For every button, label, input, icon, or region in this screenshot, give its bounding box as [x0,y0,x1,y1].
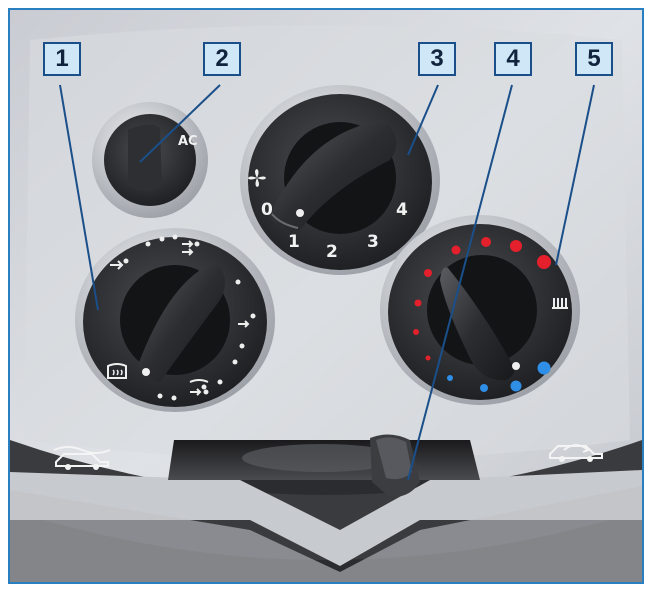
callout-5: 5 [575,42,613,76]
fan-icon [248,169,266,187]
windscreen-defrost-icon [107,363,127,379]
face-vent-icon [110,258,129,270]
ac-label: AC [178,134,198,149]
foot-vent-icon [238,313,256,328]
temperature-scale [413,237,551,392]
recirculation-car-icon [549,444,603,462]
fan-position-0: 0 [261,200,273,220]
rear-heater-icon [552,298,568,309]
photo-frame: 1 2 3 4 5 AC 0 1 2 3 4 [8,8,644,584]
ac-button[interactable] [92,102,208,218]
face-foot-vent-icon [182,240,200,256]
callout-4: 4 [494,42,532,76]
fan-position-2: 2 [326,242,338,262]
recirculation-slider[interactable] [168,434,480,497]
fresh-air-car-icon [53,446,111,470]
fan-speed-dial[interactable] [240,85,440,275]
foot-defrost-icon [189,379,209,396]
callout-2: 2 [203,42,241,76]
fan-position-4: 4 [396,200,408,220]
callout-3: 3 [418,42,456,76]
fan-position-1: 1 [288,232,300,252]
fan-position-3: 3 [367,232,379,252]
callout-1: 1 [43,42,81,76]
